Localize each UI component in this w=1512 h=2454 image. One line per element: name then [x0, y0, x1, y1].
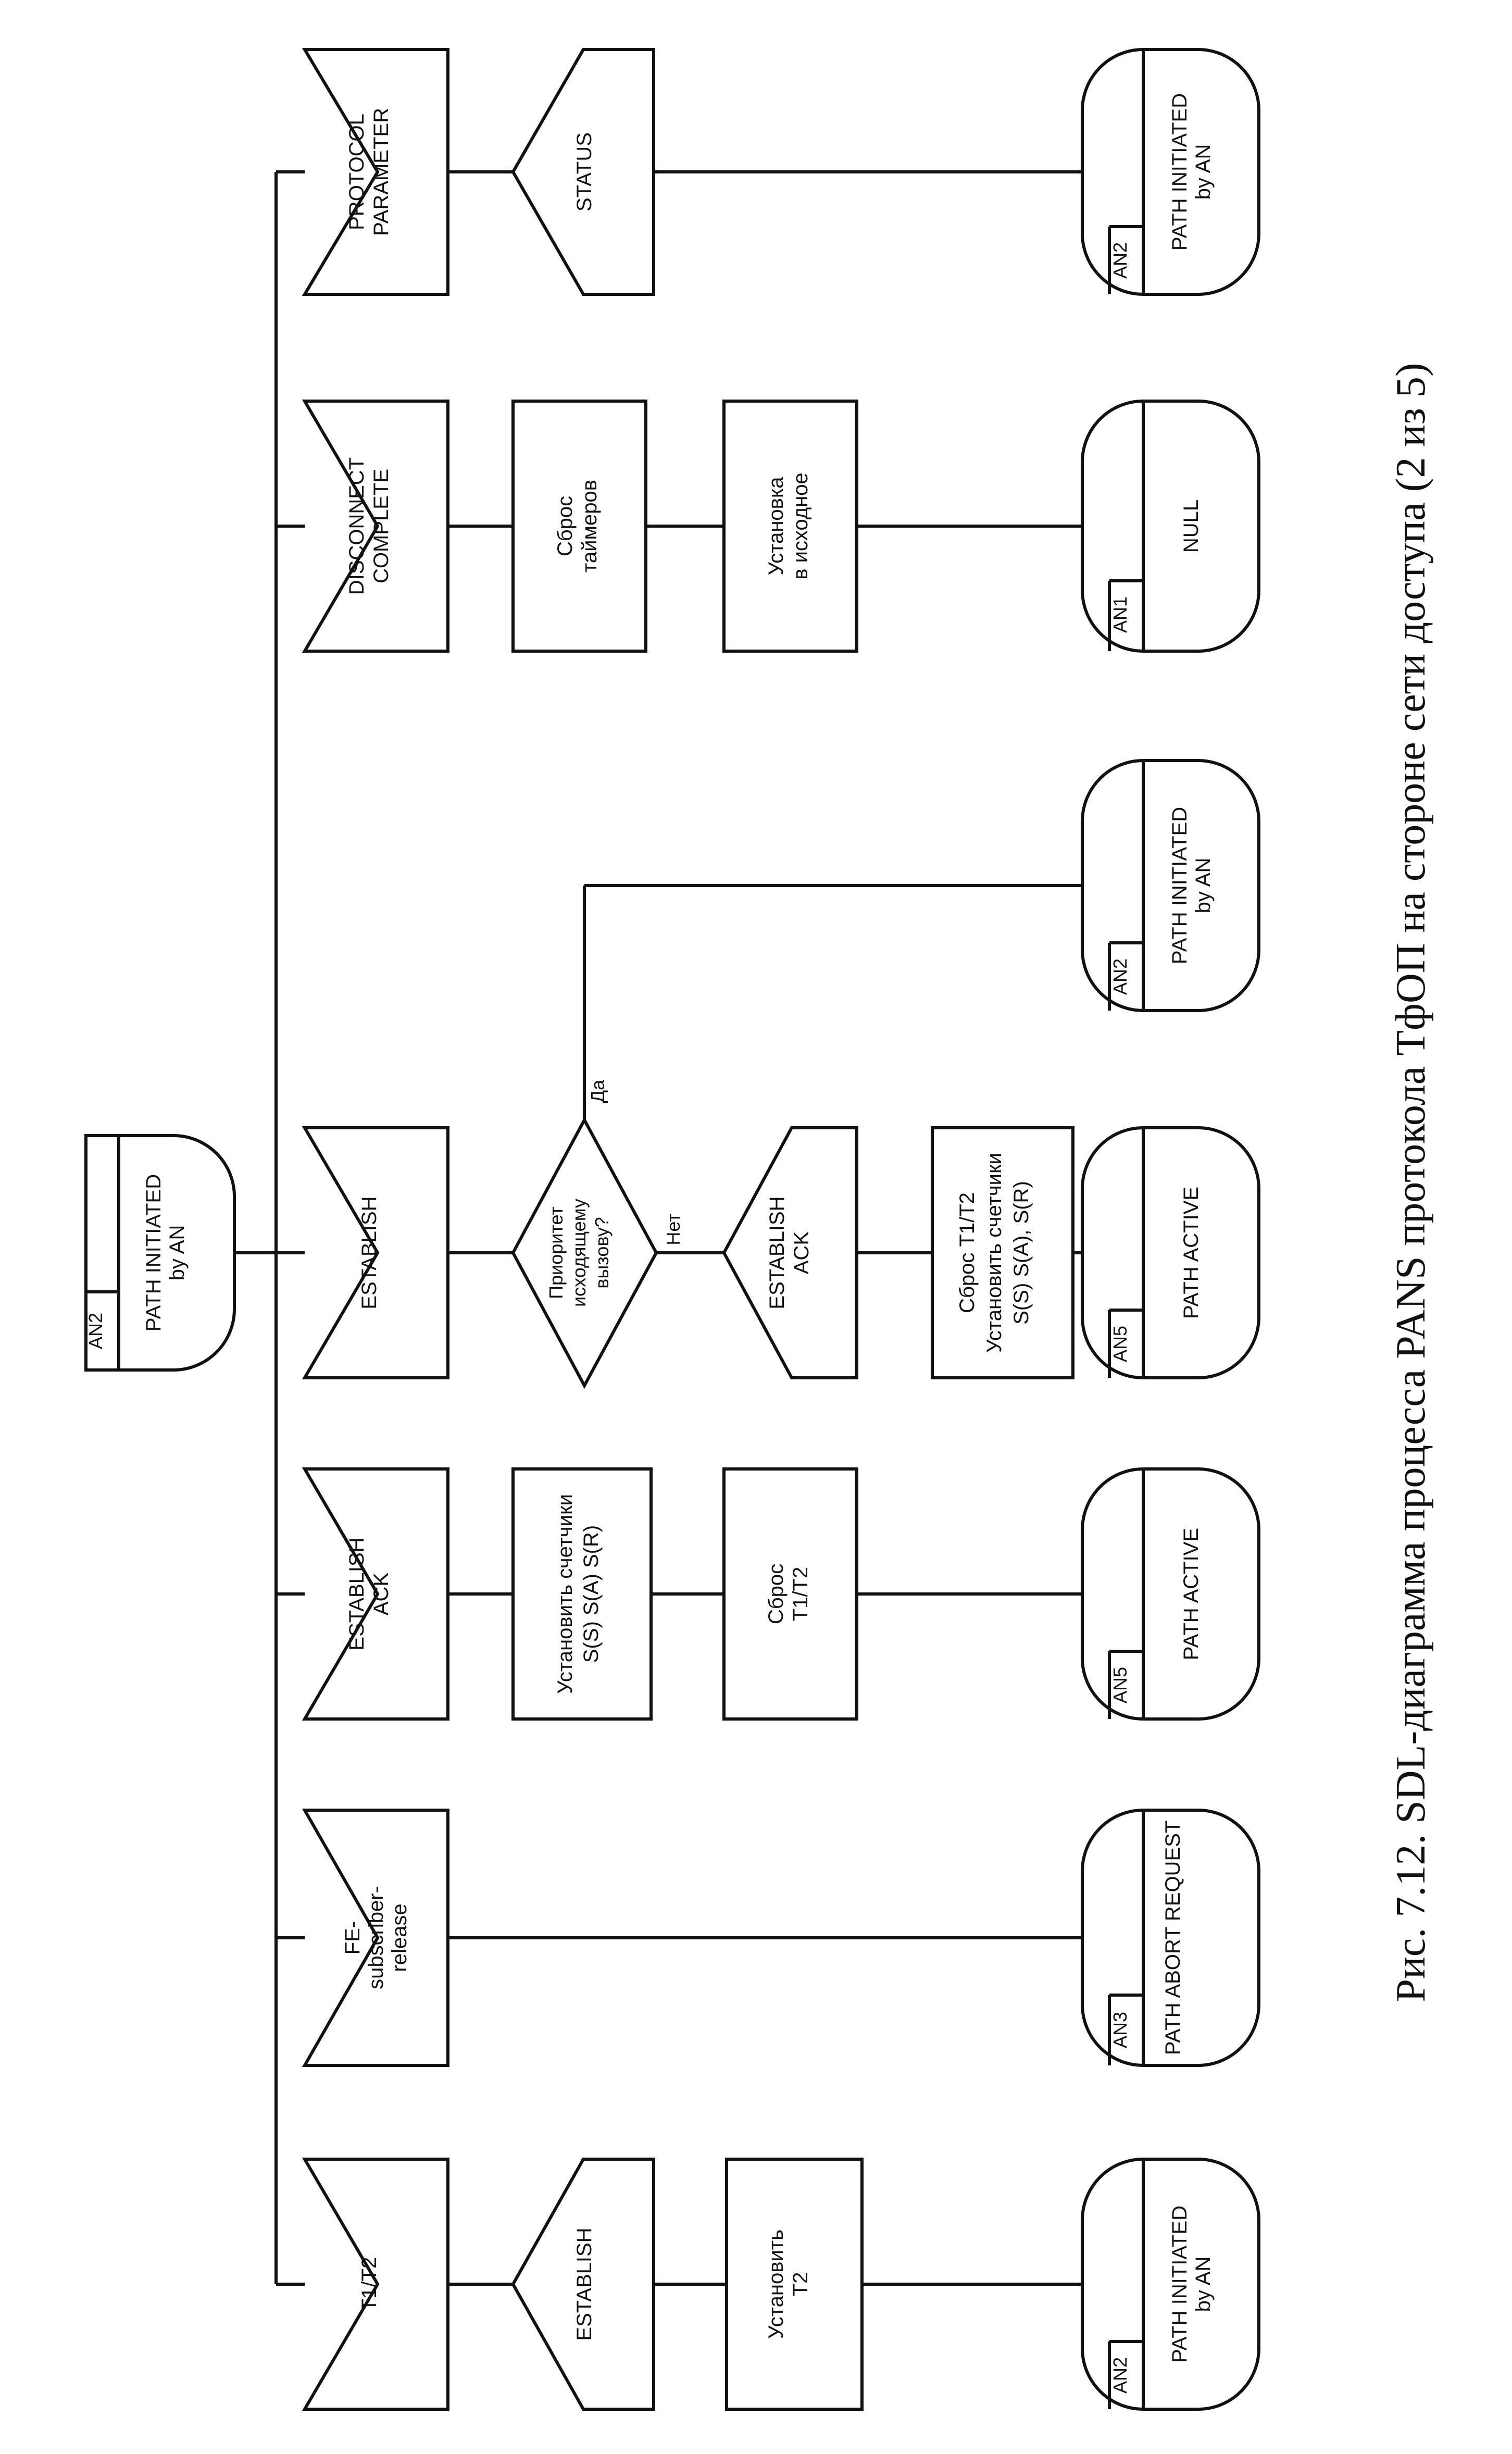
est-state-yes-name-line-1: PATH INITIATED	[1168, 807, 1191, 964]
ea-task2-line-1: Сброс	[765, 1564, 788, 1624]
est-task-line-1: Сброс T1/T2	[956, 1192, 979, 1313]
t-state-id: AN2	[1109, 2357, 1131, 2394]
dc-input-line-2: COMPLETE	[370, 469, 393, 583]
est-decision-no-label: Нет	[663, 1213, 684, 1245]
dc-state-name-line-1: NULL	[1180, 500, 1203, 553]
pp-next-state: AN2 PATH INITIATED by AN	[1081, 48, 1260, 296]
branch-disconnect-complete: DISCONNECT COMPLETE Сброс таймеров Устан…	[302, 400, 1260, 653]
branch-protocol-parameter: PROTOCOL PARAMETER STATUS AN2 PATH INITI…	[302, 48, 1260, 296]
est-state-yes-id: AN2	[1109, 958, 1131, 995]
ea-task-1: Установить счетчики S(S) S(A) S(R)	[511, 1467, 653, 1721]
est-state-no-name-line-1: PATH ACTIVE	[1180, 1187, 1203, 1319]
est-output-signal: ESTABLISH ACK	[722, 1126, 858, 1379]
est-decision-yes-label: Да	[587, 1079, 608, 1103]
est-task-line-2: Установить счетчики	[983, 1153, 1006, 1353]
est-decision: Приоритет исходящему вызову? Нет Да	[511, 1079, 684, 1389]
dc-task1-line-1: Сброс	[554, 496, 577, 556]
branch-t1-t2: T1/T2 ESTABLISH Установить T2 AN2 PATH I…	[302, 2158, 1260, 2411]
est-next-state-no: AN5 PATH ACTIVE	[1081, 1126, 1260, 1379]
dc-next-state: AN1 NULL	[1081, 400, 1260, 653]
t-output-signal: ESTABLISH	[511, 2158, 655, 2411]
pp-state-id: AN2	[1109, 242, 1131, 279]
dc-input-line-1: DISCONNECT	[345, 457, 368, 595]
est-input-line-1: ESTABLISH	[358, 1196, 381, 1309]
t-next-state: AN2 PATH INITIATED by AN	[1081, 2158, 1260, 2411]
fe-state-id: AN3	[1109, 2012, 1131, 2048]
t-state-name-line-2: by AN	[1192, 2257, 1215, 2312]
dc-input-signal: DISCONNECT COMPLETE	[302, 400, 449, 653]
fe-input-line-3: release	[388, 1903, 411, 1972]
pp-state-name-line-1: PATH INITIATED	[1168, 93, 1191, 251]
est-task-line-3: S(S) S(A), S(R)	[1010, 1181, 1033, 1325]
pp-input-line-1: PROTOCOL	[345, 114, 368, 230]
branch-establish-ack: ESTABLISH ACK Установить счетчики S(S) S…	[302, 1467, 1260, 1721]
start-state: AN2 PATH INITIATED by AN	[84, 1134, 236, 1372]
ea-state-name-line-1: PATH ACTIVE	[1180, 1528, 1203, 1660]
dc-task-2: Установка в исходное	[722, 400, 858, 653]
est-decision-line-2: исходящему	[568, 1199, 590, 1307]
est-input-signal: ESTABLISH	[302, 1126, 449, 1379]
est-output-line-1: ESTABLISH	[766, 1196, 789, 1309]
ea-input-line-2: ACK	[370, 1573, 393, 1616]
est-next-state-yes: AN2 PATH INITIATED by AN	[1081, 759, 1260, 1012]
t-task-line-2: T2	[789, 2272, 812, 2297]
pp-output-line-1: STATUS	[573, 132, 596, 211]
est-state-no-id: AN5	[1109, 1326, 1131, 1362]
pp-input-signal: PROTOCOL PARAMETER	[302, 48, 449, 296]
start-state-name-line-1: PATH INITIATED	[142, 1174, 165, 1331]
branch-fe-subscriber-release: FE- subscriber- release AN3 PATH ABORT R…	[302, 1809, 1260, 2067]
est-decision-line-3: вызову?	[591, 1217, 613, 1288]
pp-input-line-2: PARAMETER	[370, 108, 393, 236]
ea-input-signal: ESTABLISH ACK	[302, 1467, 449, 1721]
dc-state-id: AN1	[1109, 596, 1131, 633]
t-output-line-1: ESTABLISH	[573, 2227, 596, 2340]
start-state-name-line-2: by AN	[166, 1225, 189, 1281]
fe-input-line-1: FE-	[341, 1921, 364, 1954]
est-output-line-2: ACK	[790, 1231, 813, 1275]
est-decision-line-1: Приоритет	[545, 1206, 567, 1299]
fe-input-signal: FE- subscriber- release	[302, 1809, 449, 2067]
est-state-yes-name-line-2: by AN	[1192, 858, 1215, 914]
t-input-line-1: T1/T2	[358, 2257, 381, 2311]
ea-state-id: AN5	[1109, 1667, 1131, 1703]
ea-next-state: AN5 PATH ACTIVE	[1081, 1467, 1260, 1721]
dc-task-1: Сброс таймеров	[511, 400, 647, 653]
fe-state-name-line-1: PATH ABORT REQUEST	[1161, 1821, 1184, 2055]
figure-caption: Рис. 7.12. SDL-диаграмма процесса PANS п…	[1388, 363, 1434, 2002]
ea-task1-line-2: S(S) S(A) S(R)	[580, 1525, 603, 1663]
pp-state-name-line-2: by AN	[1192, 144, 1215, 200]
ea-task1-line-1: Установить счетчики	[554, 1494, 577, 1694]
branch-establish: ESTABLISH Приоритет исходящему вызову? Н…	[302, 759, 1260, 1389]
start-state-id: AN2	[85, 1313, 106, 1349]
est-task: Сброс T1/T2 Установить счетчики S(S) S(A…	[931, 1126, 1074, 1379]
ea-input-line-1: ESTABLISH	[345, 1537, 368, 1650]
fe-next-state: AN3 PATH ABORT REQUEST	[1081, 1809, 1260, 2067]
ea-task2-line-2: T1/T2	[789, 1567, 812, 1621]
pp-output-signal: STATUS	[511, 48, 655, 296]
fe-input-line-2: subscriber-	[365, 1886, 388, 1989]
t-state-name-line-1: PATH INITIATED	[1168, 2206, 1191, 2363]
dc-task2-line-2: в исходное	[789, 472, 812, 580]
t-task: Установить T2	[725, 2158, 864, 2411]
dc-task2-line-1: Установка	[765, 477, 788, 576]
t-task-line-1: Установить	[765, 2229, 788, 2339]
t-input-signal: T1/T2	[302, 2158, 449, 2411]
dc-task1-line-2: таймеров	[578, 480, 601, 572]
ea-task-2: Сброс T1/T2	[722, 1467, 858, 1721]
